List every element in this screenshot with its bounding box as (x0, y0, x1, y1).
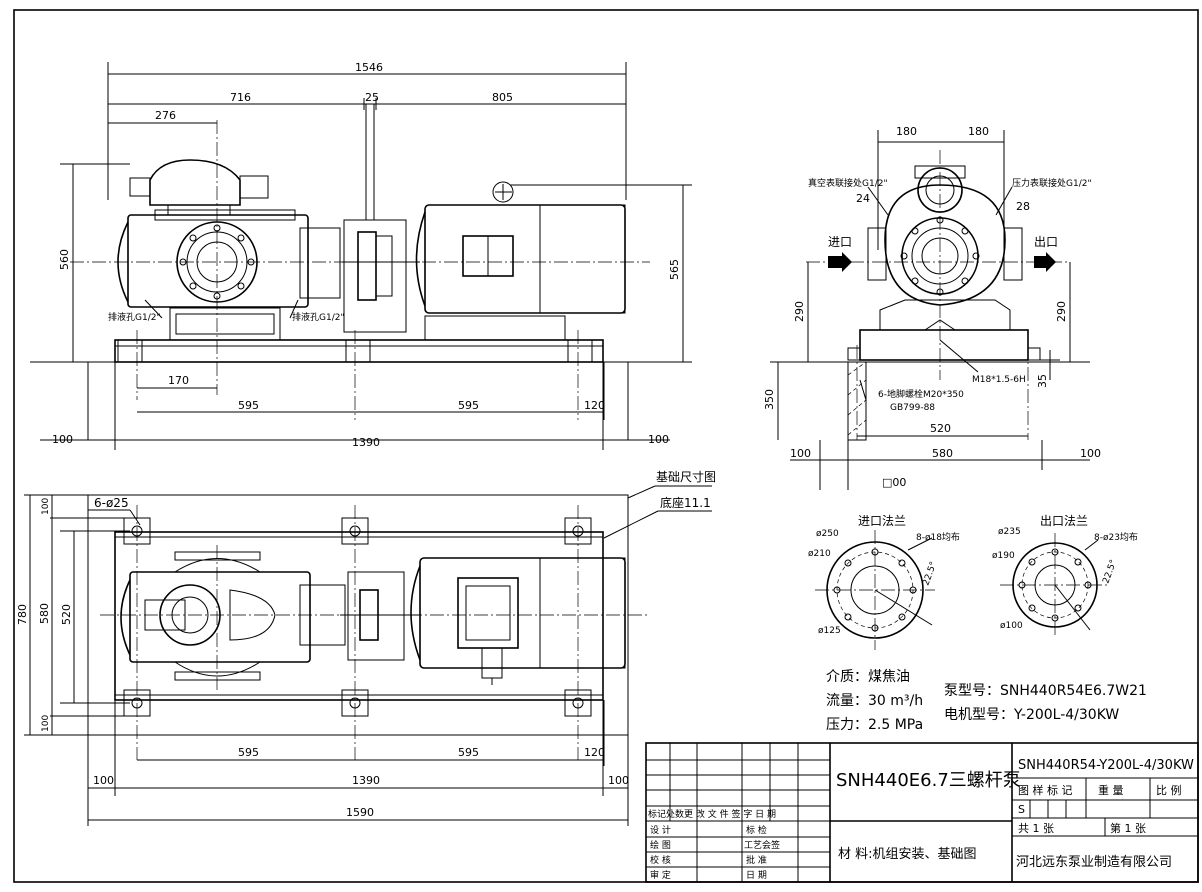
spec-medium: 介质：煤焦油 (826, 669, 910, 685)
dim-100-right: 100 (648, 433, 669, 446)
row-date: 日 期 (746, 870, 767, 881)
front-view: 排液孔G1/2" 排液孔G1/2" 1546 716 25 805 276 56… (30, 61, 692, 450)
holes-label: 6-ø25 (94, 496, 129, 510)
dim-100-plan-left: 100 (93, 774, 114, 787)
dim-1590: 1590 (346, 806, 374, 819)
dim-1390-plan: 1390 (352, 774, 380, 787)
spec-pump-model: 泵型号：SNH440R54E6.7W21 (944, 683, 1147, 699)
dim-100-plan-bottom: 100 (41, 715, 51, 732)
dim-520-side: 520 (930, 422, 951, 435)
title-block: SNH440E6.7三螺杆泵 SNH440R54-Y200L-4/30KW 标记… (645, 742, 1199, 883)
vacuum-port-label: 真空表联接处G1/2" (808, 177, 888, 189)
outlet-d2: ø190 (992, 551, 1015, 561)
outlet-angle: 22.5° (1101, 559, 1119, 585)
dim-290-left: 290 (793, 301, 806, 322)
row-draw: 绘 图 (650, 839, 671, 851)
outlet-flange-title: 出口法兰 (1040, 514, 1088, 528)
dim-120-plan: 120 (584, 746, 605, 759)
outlet-holes: 8-ø23均布 (1094, 531, 1138, 543)
inlet-d3: ø125 (818, 626, 841, 636)
spec-flow: 流量：30 m³/h (826, 693, 923, 709)
side-view: 180 180 真空表联接处G1/2" 压力表联接处G1/2" 24 28 进口… (763, 125, 1101, 490)
dim-28: 28 (1016, 200, 1030, 213)
drawing-frame (13, 9, 1199, 883)
dim-100-side-right: 100 (1080, 447, 1101, 460)
pressure-port-label: 压力表联接处G1/2" (1012, 177, 1092, 189)
outlet-arrow-icon (1034, 252, 1056, 272)
dim-100-side-left: 100 (790, 447, 811, 460)
dim-290-right: 290 (1055, 301, 1068, 322)
inlet-angle: 22.5° (921, 561, 939, 587)
row-design: 设 计 (650, 824, 671, 836)
dim-square: □00 (882, 476, 906, 489)
hdr-weight: 重 量 (1098, 783, 1124, 797)
company-name: 河北远东泵业制造有限公司 (1016, 855, 1172, 870)
foundation-title: 基础尺寸图 (656, 470, 716, 484)
thread-label: M18*1.5-6H (972, 375, 1026, 385)
drawing-name: SNH440E6.7三螺杆泵 (836, 770, 1021, 791)
dim-120: 120 (584, 399, 605, 412)
dim-520-plan: 520 (60, 604, 73, 625)
hdr-mark: 图 样 标 记 (1018, 783, 1073, 797)
dim-595-b: 595 (458, 399, 479, 412)
dim-350: 350 (763, 389, 776, 410)
outlet-d3: ø100 (1000, 621, 1023, 631)
dim-100-plan-right: 100 (608, 774, 629, 787)
dim-805: 805 (492, 91, 513, 104)
dim-276: 276 (155, 109, 176, 122)
dim-595-plan-a: 595 (238, 746, 259, 759)
row-approve: 批 准 (746, 854, 767, 866)
material-label: 材 料:机组安装、基础图 (838, 847, 977, 862)
outlet-flange-detail: 出口法兰 ø235 ø190 ø100 8-ø23均布 22.5° (992, 514, 1138, 637)
dim-595-a: 595 (238, 399, 259, 412)
drain-port-right-label: 排液孔G1/2" (292, 311, 345, 323)
dim-580-plan: 580 (38, 603, 51, 624)
dim-580-side: 580 (932, 447, 953, 460)
dim-1390: 1390 (352, 436, 380, 449)
inlet-flange-title: 进口法兰 (858, 514, 906, 528)
sheet-total: 共 1 张 (1018, 822, 1054, 835)
base-label: 底座11.1 (660, 495, 711, 510)
specs: 介质：煤焦油 流量：30 m³/h 压力：2.5 MPa 泵型号：SNH440R… (826, 669, 1147, 733)
inlet-flange-detail: 进口法兰 ø250 ø210 ø125 8-ø18均布 22.5° (808, 514, 960, 650)
inlet-d1: ø250 (816, 529, 839, 539)
inlet-arrow-icon (828, 252, 852, 272)
dim-24: 24 (856, 192, 870, 205)
dim-560: 560 (58, 249, 71, 270)
dim-170: 170 (168, 374, 189, 387)
sheet-number: 第 1 张 (1110, 821, 1146, 835)
row-process: 工艺会签 (744, 839, 780, 851)
dim-25: 25 (365, 91, 379, 104)
bolt-standard-label: GB799-88 (890, 403, 935, 413)
hdr-scale: 比 例 (1156, 783, 1182, 797)
dim-180-right: 180 (968, 125, 989, 138)
drawing-code: SNH440R54-Y200L-4/30KW (1018, 758, 1194, 773)
anchor-bolt-label: 6-地脚螺栓M20*350 (878, 388, 964, 400)
dim-595-plan-b: 595 (458, 746, 479, 759)
dim-35: 35 (1036, 374, 1049, 388)
plan-view: 780 580 100 100 520 6-ø25 基础尺寸图 底座11.1 5… (16, 470, 716, 826)
drain-port-left-label: 排液孔G1/2" (108, 311, 161, 323)
row-check: 校 核 (650, 854, 671, 866)
spec-pressure: 压力：2.5 MPa (826, 717, 923, 733)
rev-col-headers: 标记处数更 改 文 件 签 字 日 期 (648, 808, 776, 820)
dim-565: 565 (668, 259, 681, 280)
dim-100-left: 100 (52, 433, 73, 446)
outlet-d1: ø235 (998, 527, 1021, 537)
dim-100-plan-top: 100 (41, 498, 51, 515)
dim-1546: 1546 (355, 61, 383, 74)
mark-s: S (1018, 803, 1025, 816)
dim-180-left: 180 (896, 125, 917, 138)
inlet-d2: ø210 (808, 549, 831, 559)
dim-716: 716 (230, 91, 251, 104)
outlet-label: 出口 (1034, 235, 1058, 249)
row-review: 审 定 (650, 869, 671, 881)
spec-motor-model: 电机型号：Y-200L-4/30KW (944, 707, 1119, 723)
dim-780: 780 (16, 604, 29, 625)
inlet-holes: 8-ø18均布 (916, 531, 960, 543)
inlet-label: 进口 (828, 235, 852, 249)
row-std-check: 标 检 (746, 824, 767, 836)
